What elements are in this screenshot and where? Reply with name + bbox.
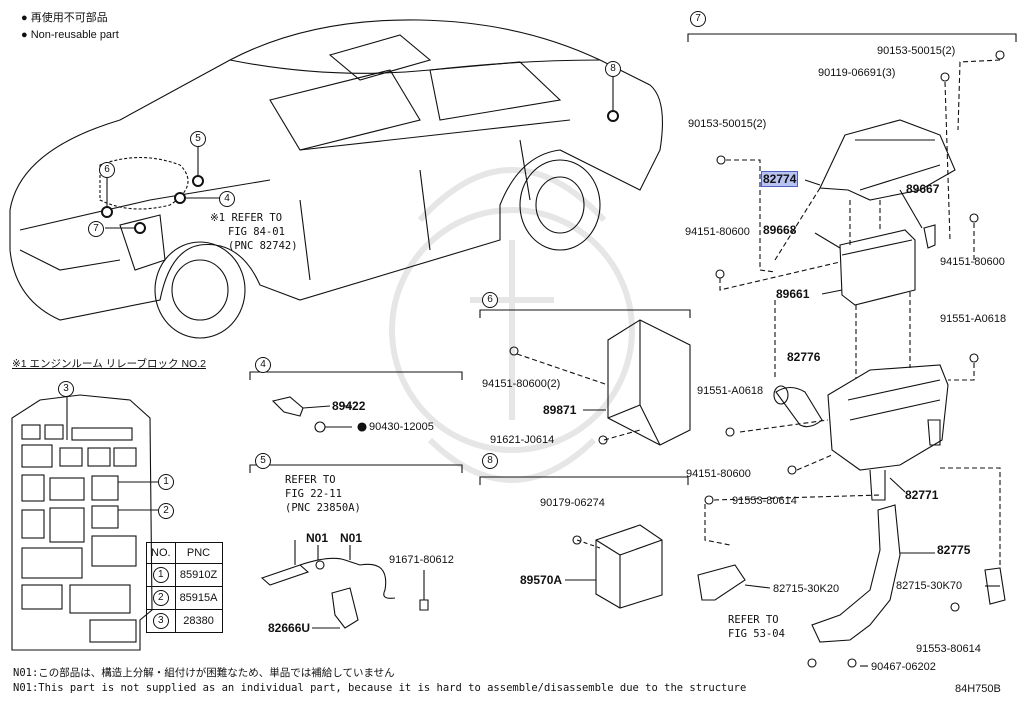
- part-82715-30K20[interactable]: 82715-30K20: [773, 583, 840, 595]
- section-4-callout: 4: [255, 357, 271, 373]
- part-82775[interactable]: 82775: [937, 543, 971, 557]
- refer-fig84-line2[interactable]: FIG 84-01: [228, 226, 285, 238]
- table-header-pnc: PNC: [174, 542, 223, 564]
- legend-en-row: ● Non-reusable part: [21, 29, 119, 41]
- part-90153-50015-2[interactable]: 90153-50015(2): [688, 118, 767, 130]
- pnc-table: NO. PNC 1 85910Z 2 85915A 3 28380: [146, 542, 223, 633]
- part-89668[interactable]: 89668: [763, 223, 797, 237]
- callout-7[interactable]: 7: [88, 221, 104, 237]
- wire-assy: [260, 540, 429, 629]
- part-91553-80614-upper[interactable]: 91553-80614: [732, 495, 797, 507]
- refer-fig22-line1: REFER TO: [285, 474, 336, 486]
- callout-8[interactable]: 8: [605, 61, 621, 77]
- refer-fig22-line3: (PNC 23850A): [285, 502, 361, 514]
- relay-block-title: ※1 エンジンルーム リレーブロック NO.2: [12, 358, 206, 370]
- section-8-callout: 8: [482, 453, 498, 469]
- callout-4[interactable]: 4: [219, 191, 235, 207]
- part-91553-80614-lower[interactable]: 91553-80614: [916, 643, 981, 655]
- part-82774-highlight: 82774: [760, 171, 799, 187]
- legend-jp-row: ● 再使用不可部品: [21, 12, 108, 24]
- part-89667[interactable]: 89667: [906, 182, 940, 196]
- module-89871: [509, 319, 691, 446]
- table-no-badge: 3: [152, 613, 169, 629]
- part-90119-06691-3[interactable]: 90119-06691(3): [818, 67, 896, 79]
- part-82776[interactable]: 82776: [787, 350, 821, 364]
- part-90153-50015-2-top[interactable]: 90153-50015(2): [877, 45, 956, 57]
- part-94151-80600-lower[interactable]: 94151-80600: [686, 468, 751, 480]
- section-7-callout: 7: [690, 11, 706, 27]
- part-91551-A0618-right[interactable]: 91551-A0618: [940, 313, 1007, 325]
- part-94151-80600-right[interactable]: 94151-80600: [940, 256, 1005, 268]
- table-pnc-cell[interactable]: 28380: [174, 609, 223, 633]
- part-91671-80612[interactable]: 91671-80612: [389, 554, 454, 566]
- module-89570A: [572, 524, 663, 609]
- section-5-callout: 5: [255, 453, 271, 469]
- part-82774[interactable]: 82774: [760, 171, 799, 187]
- car-leaders: [101, 77, 619, 234]
- footnote-jp: N01:この部品は、構造上分解・組付けが困難なため、単品では補給していません: [13, 667, 395, 679]
- footnote-en: N01:This part is not supplied as an indi…: [13, 682, 747, 694]
- table-no-badge: 2: [152, 590, 169, 606]
- car-outline: [9, 19, 663, 339]
- table-no-badge: 1: [152, 567, 169, 583]
- callout-1[interactable]: 1: [158, 474, 174, 490]
- refer-fig84-line3: (PNC 82742): [228, 240, 298, 252]
- table-row: 3 28380: [146, 609, 223, 633]
- part-82715-30K70[interactable]: 82715-30K70: [896, 580, 963, 592]
- refer-fig53-line2[interactable]: FIG 53-04: [728, 628, 785, 640]
- non-reusable-bullet-icon: ●: [21, 29, 28, 41]
- refer-fig53-line1: REFER TO: [728, 614, 779, 626]
- part-82771[interactable]: 82771: [905, 488, 939, 502]
- part-89871[interactable]: 89871: [543, 403, 577, 417]
- part-94151-80600-left[interactable]: 94151-80600: [685, 226, 750, 238]
- part-90179-06274[interactable]: 90179-06274: [540, 497, 605, 509]
- callout-5[interactable]: 5: [190, 131, 206, 147]
- refer-fig84-line1: ※1 REFER TO: [210, 212, 283, 224]
- section-frames: [249, 33, 1017, 485]
- part-89661[interactable]: 89661: [776, 287, 810, 301]
- part-91551-A0618-left[interactable]: 91551-A0618: [697, 385, 764, 397]
- table-row: 1 85910Z: [146, 563, 223, 587]
- note-n01-marker: N01: [306, 531, 329, 545]
- callout-3[interactable]: 3: [58, 381, 74, 397]
- table-pnc-cell[interactable]: 85910Z: [174, 563, 223, 587]
- part-82666U[interactable]: 82666U: [268, 621, 311, 635]
- leader-lines: [312, 179, 1000, 667]
- callout-6[interactable]: 6: [99, 162, 115, 178]
- section-6-callout: 6: [482, 292, 498, 308]
- legend-jp-text: 再使用不可部品: [30, 12, 108, 24]
- sensor-89422: [271, 396, 367, 433]
- table-row: 2 85915A: [146, 586, 223, 610]
- refer-fig22-line2[interactable]: FIG 22-11: [285, 488, 342, 500]
- diagram-code: 84H750B: [955, 683, 1001, 695]
- part-90430-12005[interactable]: 90430-12005: [369, 421, 434, 433]
- part-94151-80600-2[interactable]: 94151-80600(2): [482, 378, 561, 390]
- part-89570A[interactable]: 89570A: [520, 573, 563, 587]
- table-header-no: NO.: [146, 542, 176, 564]
- callout-2[interactable]: 2: [158, 503, 174, 519]
- table-pnc-cell[interactable]: 85915A: [174, 586, 223, 610]
- part-90467-06202[interactable]: 90467-06202: [871, 661, 936, 673]
- note-n01-marker: N01: [340, 531, 363, 545]
- relay-block: [11, 394, 158, 651]
- watermark: [389, 167, 635, 483]
- part-89422[interactable]: 89422: [332, 399, 366, 413]
- non-reusable-bullet-icon: ●: [21, 12, 28, 24]
- legend-en-text: Non-reusable part: [30, 29, 119, 41]
- part-91621-J0614[interactable]: 91621-J0614: [490, 434, 555, 446]
- ecu-assembly: [697, 50, 1006, 668]
